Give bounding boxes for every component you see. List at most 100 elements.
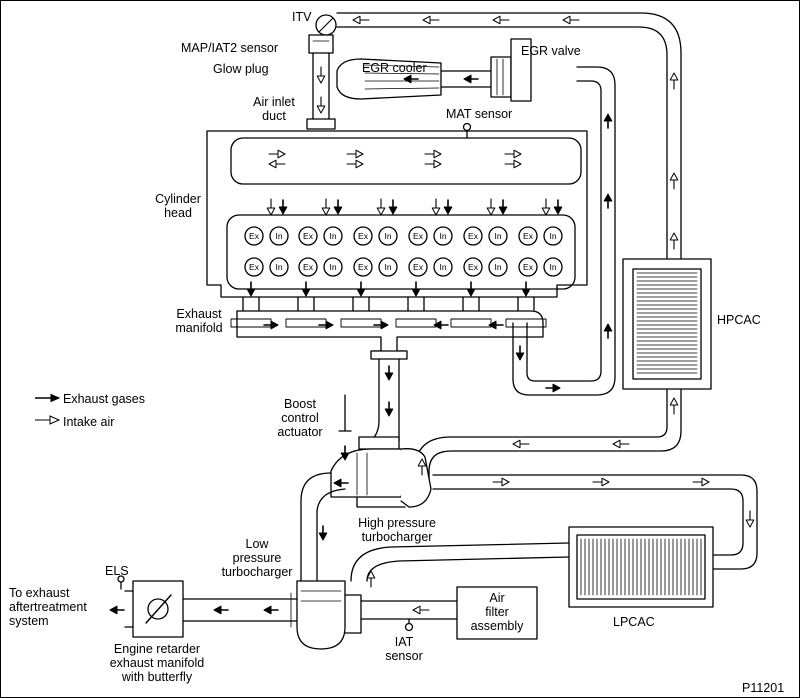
valve-label: Ex bbox=[303, 231, 314, 241]
exhaust-gas-arrow bbox=[318, 320, 334, 330]
label-glow-plug: Glow plug bbox=[213, 62, 269, 76]
exhaust-gas-arrow bbox=[109, 605, 125, 615]
valve-label: Ex bbox=[523, 262, 534, 272]
intake-air-arrow bbox=[417, 458, 427, 476]
valve-circle bbox=[244, 226, 264, 246]
valve-circle bbox=[433, 257, 453, 277]
exhaust-gas-arrow bbox=[603, 113, 613, 129]
exhaust-gas-arrow bbox=[545, 383, 561, 393]
intake-air-arrow bbox=[352, 15, 370, 25]
cylinder-bank bbox=[226, 214, 576, 290]
engine-retarder bbox=[117, 575, 184, 638]
intake-air-arrow bbox=[321, 198, 331, 216]
legend-exhaust-gases: Exhaust gases bbox=[63, 392, 145, 406]
valve-circle bbox=[543, 257, 563, 277]
valve-label: Ex bbox=[249, 231, 260, 241]
valve-circle bbox=[408, 257, 428, 277]
valve-label: In bbox=[549, 262, 556, 272]
intake-air-arrow bbox=[492, 477, 510, 487]
valve-circle bbox=[408, 226, 428, 246]
lpcac-fins bbox=[580, 538, 702, 596]
intake-air-arrow bbox=[412, 605, 430, 615]
exhaust-gas-arrow bbox=[463, 74, 479, 84]
valve-label: In bbox=[384, 231, 391, 241]
legend-intake-air: Intake air bbox=[63, 415, 115, 429]
exhaust-gas-arrow bbox=[333, 478, 349, 488]
valve-circle bbox=[353, 257, 373, 277]
valve-label: Ex bbox=[468, 262, 479, 272]
exhaust-gas-arrow bbox=[433, 320, 449, 330]
valve-label: In bbox=[275, 262, 282, 272]
intake-air-arrow bbox=[346, 149, 364, 159]
exhaust-gas-arrow bbox=[498, 199, 508, 215]
valve-label: In bbox=[439, 231, 446, 241]
intake-air-arrow bbox=[541, 198, 551, 216]
intake-air-arrow bbox=[592, 477, 610, 487]
hpcac-fins bbox=[636, 272, 698, 374]
intake-air-arrow bbox=[424, 159, 442, 169]
valve-circle bbox=[518, 257, 538, 277]
valve-circle bbox=[353, 226, 373, 246]
valve-label: In bbox=[384, 262, 391, 272]
cylinder-head-block bbox=[206, 130, 588, 298]
valve-circle bbox=[543, 226, 563, 246]
label-cylinder-head: Cylinder head bbox=[155, 192, 201, 220]
valve-circle bbox=[463, 257, 483, 277]
intake-air-arrow bbox=[669, 72, 679, 90]
intake-air-arrow bbox=[376, 198, 386, 216]
intake-air-arrow bbox=[504, 159, 522, 169]
exhaust-gas-arrow bbox=[301, 281, 311, 297]
label-air-inlet-duct: Air inlet duct bbox=[253, 95, 295, 123]
valve-circle bbox=[378, 257, 398, 277]
valve-circle bbox=[518, 226, 538, 246]
intake-air-arrow bbox=[669, 397, 679, 415]
valve-label: In bbox=[329, 262, 336, 272]
hp-to-lp-duct bbox=[300, 472, 346, 582]
valve-circle bbox=[488, 257, 508, 277]
valve-circle bbox=[269, 257, 289, 277]
exhaust-gas-arrow bbox=[403, 74, 419, 84]
label-air-filter-assembly: Air filter assembly bbox=[470, 591, 524, 633]
intake-air-arrow bbox=[669, 232, 679, 250]
intake-air-arrow bbox=[316, 66, 326, 84]
label-iat-sensor: IAT sensor bbox=[385, 635, 423, 663]
valve-label: In bbox=[494, 231, 501, 241]
valve-circle bbox=[323, 226, 343, 246]
valve-label: Ex bbox=[468, 231, 479, 241]
boost-control-actuator bbox=[338, 394, 400, 450]
iat-sensor bbox=[404, 622, 414, 632]
valve-label: Ex bbox=[413, 262, 424, 272]
valve-label: In bbox=[439, 262, 446, 272]
valve-circle bbox=[298, 257, 318, 277]
exhaust-gas-arrow bbox=[443, 199, 453, 215]
air-filter-assembly bbox=[456, 586, 538, 640]
exhaust-gas-arrow bbox=[278, 199, 288, 215]
intake-air-arrow bbox=[692, 477, 710, 487]
egr-cooler bbox=[336, 58, 442, 100]
valve-label: In bbox=[494, 262, 501, 272]
label-low-pressure-turbocharger: Low pressure turbocharger bbox=[221, 537, 293, 579]
intake-air-arrow bbox=[268, 149, 286, 159]
intake-air-arrow bbox=[669, 172, 679, 190]
intake-air-arrow bbox=[562, 15, 580, 25]
intake-air-arrow bbox=[268, 159, 286, 169]
air-filter-duct bbox=[360, 586, 538, 640]
exhaust-gas-arrow bbox=[213, 605, 229, 615]
valve-circle bbox=[244, 257, 264, 277]
valve-circle bbox=[323, 257, 343, 277]
exhaust-gas-arrow bbox=[466, 281, 476, 297]
egr-pipe bbox=[440, 66, 616, 396]
exhaust-gas-arrow bbox=[384, 365, 394, 381]
exhaust-gas-arrow bbox=[553, 199, 563, 215]
label-itv: ITV bbox=[292, 10, 312, 24]
legend-arrows bbox=[35, 393, 61, 425]
valve-label: Ex bbox=[249, 262, 260, 272]
label-boost-control-actuator: Boost control actuator bbox=[277, 397, 323, 439]
intake-air-arrow bbox=[504, 149, 522, 159]
exhaust-gas-arrow bbox=[603, 193, 613, 209]
intake-air-arrow bbox=[422, 15, 440, 25]
figure-id: P11201 bbox=[742, 681, 785, 695]
hpcac-cooler bbox=[622, 258, 712, 390]
